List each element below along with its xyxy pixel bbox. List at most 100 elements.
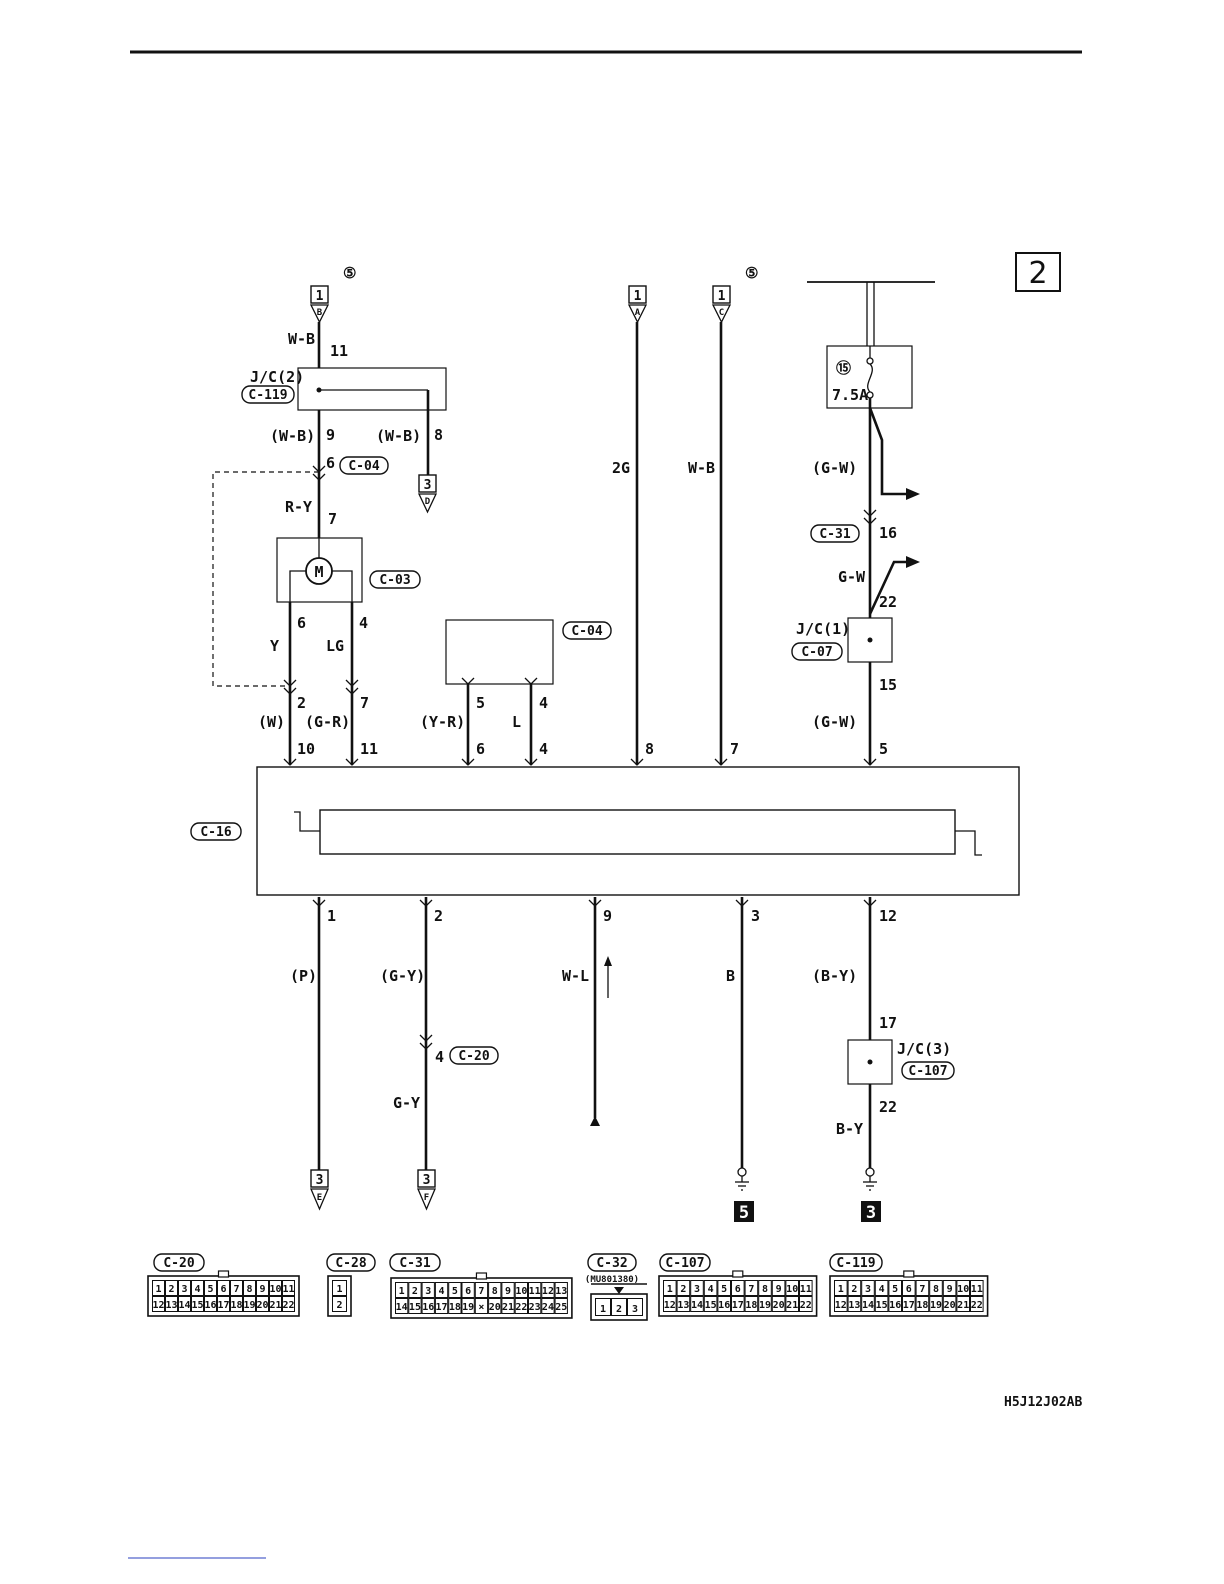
legend-pin: 8 [488,1282,502,1298]
legend-pin: 12 [834,1296,848,1312]
legend-pin-number: 2 [680,1284,686,1295]
legend-pin-number: 4 [879,1284,885,1295]
svg-text:3: 3 [423,1173,431,1188]
legend-pin: 11 [799,1280,813,1296]
legend-pin-number: 3 [425,1286,431,1297]
circled-5-marker: ⑤ [343,264,356,282]
svg-text:C-20: C-20 [458,1049,489,1064]
pin-number: 10 [297,740,315,758]
svg-text:3: 3 [866,1203,876,1223]
wire-color-label: W-L [562,967,589,985]
legend-pin: 7 [915,1280,930,1296]
legend-pin-number: 7 [233,1284,239,1295]
legend-pin: 12 [152,1296,165,1312]
legend-pin-number: 6 [735,1284,741,1295]
pin-number: 9 [603,907,612,925]
legend-pin-number: 18 [230,1300,242,1311]
pin-number: 2 [297,694,306,712]
legend-pin: 7 [474,1282,489,1298]
legend-pin: 18 [744,1296,759,1312]
legend-pin-number: 7 [478,1286,484,1297]
pin-number: 6 [476,740,485,758]
legend-pin: 16 [204,1296,217,1312]
legend-pin-number: 2 [616,1304,622,1315]
wire-color-label: B-Y [836,1120,863,1138]
legend-pin: 1 [663,1280,677,1296]
pin-number: 3 [751,907,760,925]
legend-pin: 14 [690,1296,704,1312]
legend-pin: 11 [970,1280,984,1296]
ground-icon [863,1167,877,1191]
legend-pin-number: 15 [876,1300,888,1311]
legend-pin-number: 1 [399,1286,405,1297]
legend-pin-number: 22 [282,1300,294,1311]
legend-pin-number: 15 [705,1300,717,1311]
legend-pin-number: 3 [694,1284,700,1295]
wire-end-marker [590,1116,600,1126]
svg-text:B: B [317,308,323,318]
legend-pin: 18 [230,1296,243,1312]
pin-number: 4 [359,614,368,632]
pin-number: 8 [434,426,443,444]
legend-pin: 22 [514,1298,529,1314]
legend-pin: 8 [929,1280,943,1296]
legend-pin: 11 [528,1282,542,1298]
ground-point-3: 3 [861,1201,881,1223]
legend-pin-number: 11 [800,1284,812,1295]
legend-pin: 4 [191,1280,204,1296]
wire-color-label: W-B [288,330,315,348]
wire-color-label: W-B [688,459,715,477]
connector-tag-c20: C-20 [449,1046,499,1065]
legend-pin-number: 4 [194,1284,200,1295]
legend-pin: 2 [611,1298,627,1316]
legend-pin: 16 [888,1296,903,1312]
legend-pin-number: 5 [892,1284,898,1295]
legend-part-number: (MU801380) [585,1275,639,1285]
legend-pin: 15 [408,1298,422,1314]
legend-pin: 20 [256,1296,269,1312]
legend-pin: 2 [408,1282,422,1298]
legend-pin: 4 [434,1282,449,1298]
legend-pin: 1 [834,1280,848,1296]
legend-pin-number: 1 [838,1284,844,1295]
legend-pin-number: 20 [773,1300,785,1311]
legend-pin-number: 9 [947,1284,953,1295]
svg-text:1: 1 [634,289,642,304]
legend-pin-number: 9 [505,1286,511,1297]
legend-pin: 2 [165,1280,178,1296]
legend-pin: 12 [663,1296,677,1312]
ground-point-5: 5 [734,1201,754,1223]
legend-pin-number: 5 [207,1284,213,1295]
legend-pin-number: 16 [889,1300,901,1311]
wire-color-label: (Y-R) [420,713,465,731]
legend-pin-number: 4 [439,1286,445,1297]
connector-tag-c04: C-04 [339,456,389,475]
legend-pin: 3 [627,1298,643,1316]
legend-pin-number: 1 [155,1284,161,1295]
wire-color-label: G-Y [393,1094,420,1112]
legend-pin: 10 [785,1280,800,1296]
svg-text:1: 1 [316,289,324,304]
legend-pin-number: 21 [786,1300,798,1311]
legend-connector-label: C-20 [163,1256,194,1271]
legend-pin: 2 [847,1280,862,1296]
legend-pin: 16 [421,1298,435,1314]
legend-pin-number: 24 [542,1302,554,1313]
legend-pin: 22 [970,1296,984,1312]
legend-pin: 19 [243,1296,256,1312]
pin-number: 16 [879,524,897,542]
connector-tag-c03: C-03 [369,570,421,589]
svg-text:5: 5 [739,1203,749,1223]
legend-pin-number: 7 [748,1284,754,1295]
junction-label: J/C(2) [250,368,304,386]
control-unit-inner [319,809,956,855]
svg-text:1: 1 [718,289,726,304]
legend-pin: 5 [448,1282,462,1298]
pin-number: 17 [879,1014,897,1032]
legend-pin: 2 [676,1280,691,1296]
